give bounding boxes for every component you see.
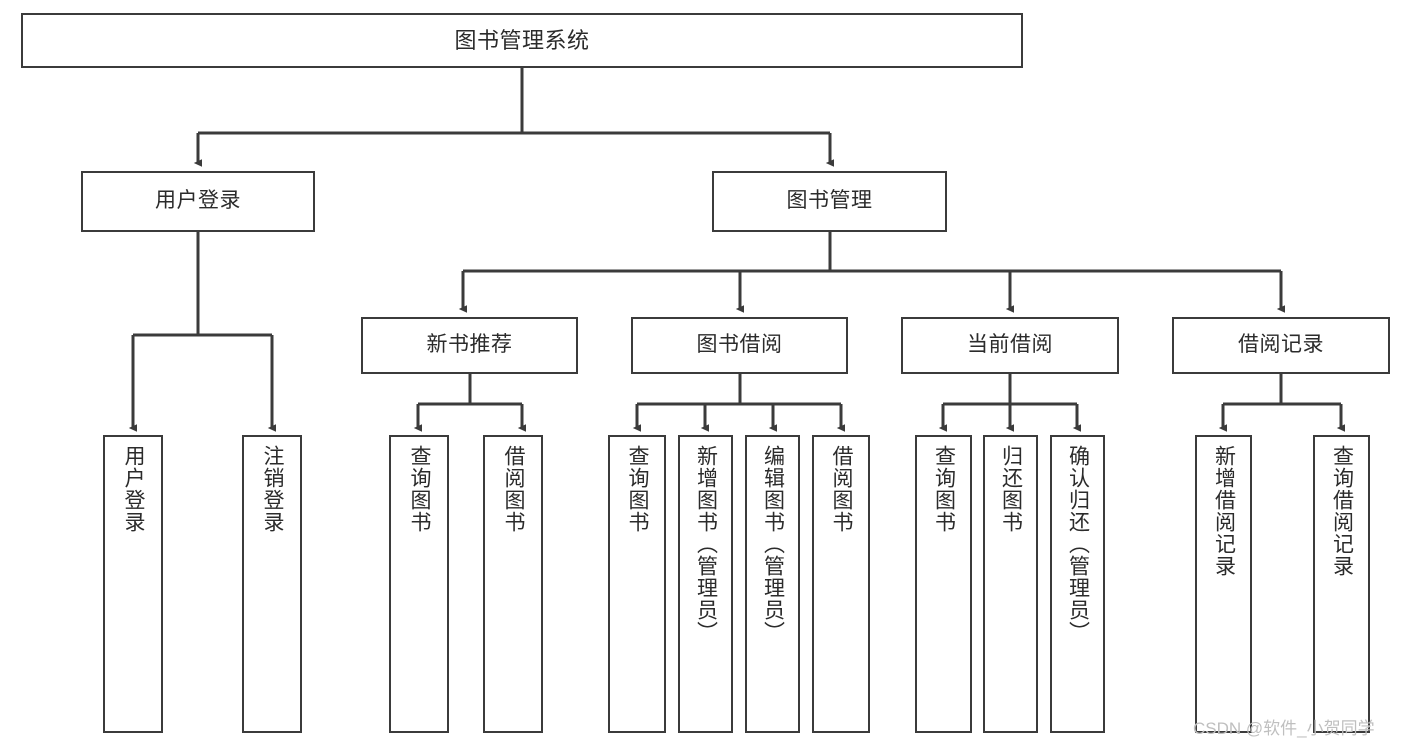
node-leaf-borrow-book-2[interactable]: 借阅图书 [812, 435, 870, 733]
node-book-management[interactable]: 图书管理 [712, 171, 947, 232]
node-label: 图书借阅 [696, 333, 783, 357]
node-label: 新增借阅记录 [1212, 445, 1236, 577]
node-label: 图书管理 [786, 189, 873, 213]
node-label: 查询借阅记录 [1330, 445, 1354, 577]
node-label: 查询图书 [932, 445, 956, 533]
node-label: 归还图书 [999, 445, 1023, 533]
node-book-borrow[interactable]: 图书借阅 [631, 317, 848, 374]
node-label: 当前借阅 [967, 333, 1053, 357]
node-label: 编辑图书（管理员） [761, 445, 785, 643]
node-borrow-record[interactable]: 借阅记录 [1172, 317, 1390, 374]
node-leaf-logout-login[interactable]: 注销登录 [242, 435, 302, 733]
node-leaf-edit-book[interactable]: 编辑图书（管理员） [745, 435, 800, 733]
node-label: 用户登录 [155, 189, 241, 213]
node-label: 用户登录 [122, 445, 146, 533]
node-leaf-confirm-return[interactable]: 确认归还（管理员） [1050, 435, 1105, 733]
node-user-login[interactable]: 用户登录 [81, 171, 315, 232]
node-leaf-borrow-book-1[interactable]: 借阅图书 [483, 435, 543, 733]
node-leaf-query-borrow-record[interactable]: 查询借阅记录 [1313, 435, 1370, 733]
node-new-book-recommend[interactable]: 新书推荐 [361, 317, 578, 374]
node-leaf-query-book-3[interactable]: 查询图书 [915, 435, 972, 733]
node-label: 确认归还（管理员） [1066, 445, 1090, 643]
node-label: 借阅图书 [830, 445, 854, 533]
node-root-book-management-system[interactable]: 图书管理系统 [21, 13, 1023, 68]
node-label: 查询图书 [408, 445, 432, 533]
node-leaf-add-book[interactable]: 新增图书（管理员） [678, 435, 733, 733]
node-current-borrow[interactable]: 当前借阅 [901, 317, 1119, 374]
node-label: 新增图书（管理员） [694, 445, 718, 643]
node-leaf-add-borrow-record[interactable]: 新增借阅记录 [1195, 435, 1252, 733]
node-leaf-query-book-2[interactable]: 查询图书 [608, 435, 666, 733]
node-label: 图书管理系统 [454, 27, 590, 53]
node-label: 借阅记录 [1238, 333, 1324, 357]
node-leaf-query-book-1[interactable]: 查询图书 [389, 435, 449, 733]
node-label: 查询图书 [626, 445, 650, 533]
node-label: 新书推荐 [426, 333, 513, 357]
node-label: 注销登录 [261, 445, 285, 533]
node-label: 借阅图书 [502, 445, 526, 533]
node-leaf-return-book[interactable]: 归还图书 [983, 435, 1038, 733]
csdn-watermark: CSDN @软件_小贺同学 [1193, 719, 1375, 738]
node-leaf-user-login[interactable]: 用户登录 [103, 435, 163, 733]
